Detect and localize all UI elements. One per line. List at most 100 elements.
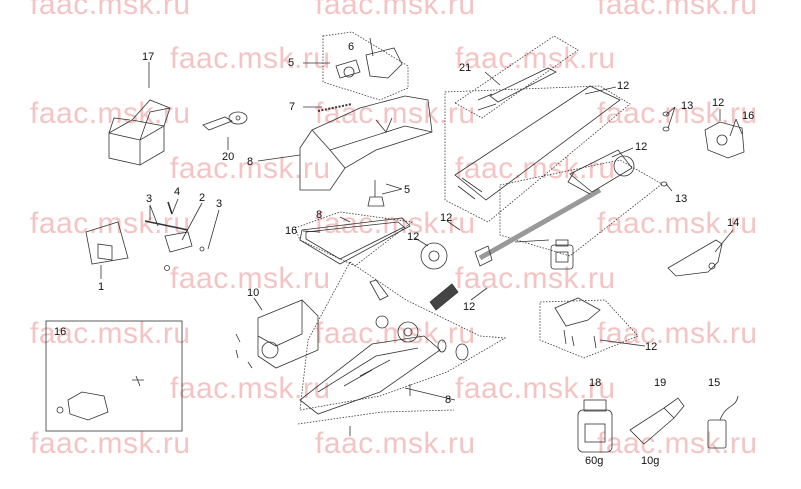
part-label-15: 15: [708, 377, 721, 389]
leader-line: [729, 118, 743, 137]
assembly-frame-21: [454, 35, 579, 119]
box-outline: [108, 119, 165, 166]
watermark: faac.msk.ru: [30, 207, 191, 240]
arm-bracket: [667, 239, 723, 277]
worm-shaft: [478, 187, 602, 261]
watermark: faac.msk.ru: [30, 97, 191, 130]
gear-wheel: [397, 321, 419, 343]
sensor-bar: [489, 67, 557, 103]
capacitor: [707, 419, 727, 449]
part-label-8: 8: [445, 394, 452, 406]
part-label-12: 12: [407, 231, 420, 243]
watermark: faac.msk.ru: [315, 317, 476, 350]
part-label-7: 7: [289, 101, 296, 113]
coupling: [474, 245, 493, 267]
leader-line: [171, 198, 179, 215]
grease-tube: [629, 407, 675, 445]
watermark: faac.msk.ru: [170, 152, 331, 185]
part-label-17: 17: [142, 51, 155, 63]
part-label-16: 16: [54, 326, 67, 338]
part-label-3: 3: [216, 198, 223, 210]
leader-line: [339, 216, 351, 223]
leader-line: [470, 287, 488, 301]
watermark: faac.msk.ru: [597, 317, 758, 350]
leader-line: [611, 147, 634, 158]
sensor-wire: [477, 93, 497, 111]
junction-box: [67, 391, 109, 421]
outer-tube: [454, 85, 621, 201]
leader-line: [253, 297, 263, 311]
part-label-16: 16: [742, 110, 755, 122]
capacitor-lead: [719, 395, 739, 421]
watermark: faac.msk.ru: [455, 262, 616, 295]
gasket: [299, 217, 411, 265]
part-label-6: 6: [348, 41, 355, 53]
part-label-20: 20: [222, 151, 235, 163]
part-label-12: 12: [635, 141, 648, 153]
watermark: faac.msk.ru: [455, 42, 616, 75]
pin: [144, 220, 189, 231]
assembly-frame-12: [444, 85, 631, 223]
chain: [317, 103, 353, 112]
screw-guide: [297, 409, 455, 425]
grease-tube-weight: 10g: [641, 455, 660, 467]
part-label-13: 13: [675, 193, 688, 205]
part-label-19: 19: [654, 377, 667, 389]
upper-housing-ribs: [311, 125, 433, 169]
watermark: faac.msk.ru: [597, 0, 758, 21]
leader-line: [714, 229, 734, 253]
part-label-12: 12: [712, 97, 725, 109]
watermark: faac.msk.ru: [315, 97, 476, 130]
assembly-frame-6: [322, 31, 409, 101]
part-label-14: 14: [727, 217, 740, 229]
leader-line: [181, 202, 203, 241]
motor-unit: [569, 149, 633, 193]
leader-line: [484, 71, 501, 86]
part-label-13: 13: [681, 100, 694, 112]
part-label-12: 12: [463, 301, 476, 313]
leader-line: [381, 183, 403, 195]
wall-bracket-plate: [85, 221, 129, 265]
part-label-16: 16: [285, 225, 298, 237]
upper-housing-spindle: [375, 117, 393, 133]
part-label-5: 5: [288, 57, 295, 69]
part-label-4: 4: [174, 186, 181, 198]
watermark: faac.msk.ru: [170, 42, 331, 75]
part-label-8: 8: [247, 156, 254, 168]
watermark: faac.msk.ru: [597, 207, 758, 240]
planet-gear: [420, 242, 448, 270]
watermark: faac.msk.ru: [315, 427, 476, 460]
part-label-10: 10: [247, 287, 260, 299]
assembly-frame-8: [299, 261, 507, 411]
bolt: [167, 201, 173, 215]
watermark: faac.msk.ru: [170, 262, 331, 295]
bracket-bolt: [369, 37, 374, 57]
part-label-1: 1: [98, 281, 105, 293]
assembly-frame-12b: [499, 159, 663, 257]
leader-line: [446, 220, 461, 231]
inset-frame: [45, 320, 183, 432]
part-label-12: 12: [440, 212, 453, 224]
lower-housing: [299, 335, 441, 415]
release-key-head: [228, 111, 248, 125]
watermark: faac.msk.ru: [30, 0, 191, 21]
box-flaps: [108, 99, 171, 141]
grease-jar-weight: 60g: [585, 455, 604, 467]
leader-line: [404, 387, 456, 401]
leader-line: [207, 209, 220, 250]
grease-tube-small: [429, 283, 459, 311]
grease-jar-small: [550, 244, 574, 270]
watermark: faac.msk.ru: [30, 427, 191, 460]
release-key-shaft: [202, 116, 233, 131]
leader-line: [514, 239, 550, 243]
spindle-pin: [367, 180, 385, 207]
watermark: faac.msk.ru: [597, 427, 758, 460]
watermark: faac.msk.ru: [315, 0, 476, 21]
part-label-12: 12: [617, 80, 630, 92]
part-label-18: 18: [589, 377, 602, 389]
hinge-block: [97, 243, 113, 261]
clevis: [164, 231, 193, 253]
grease-jar: [577, 409, 613, 453]
